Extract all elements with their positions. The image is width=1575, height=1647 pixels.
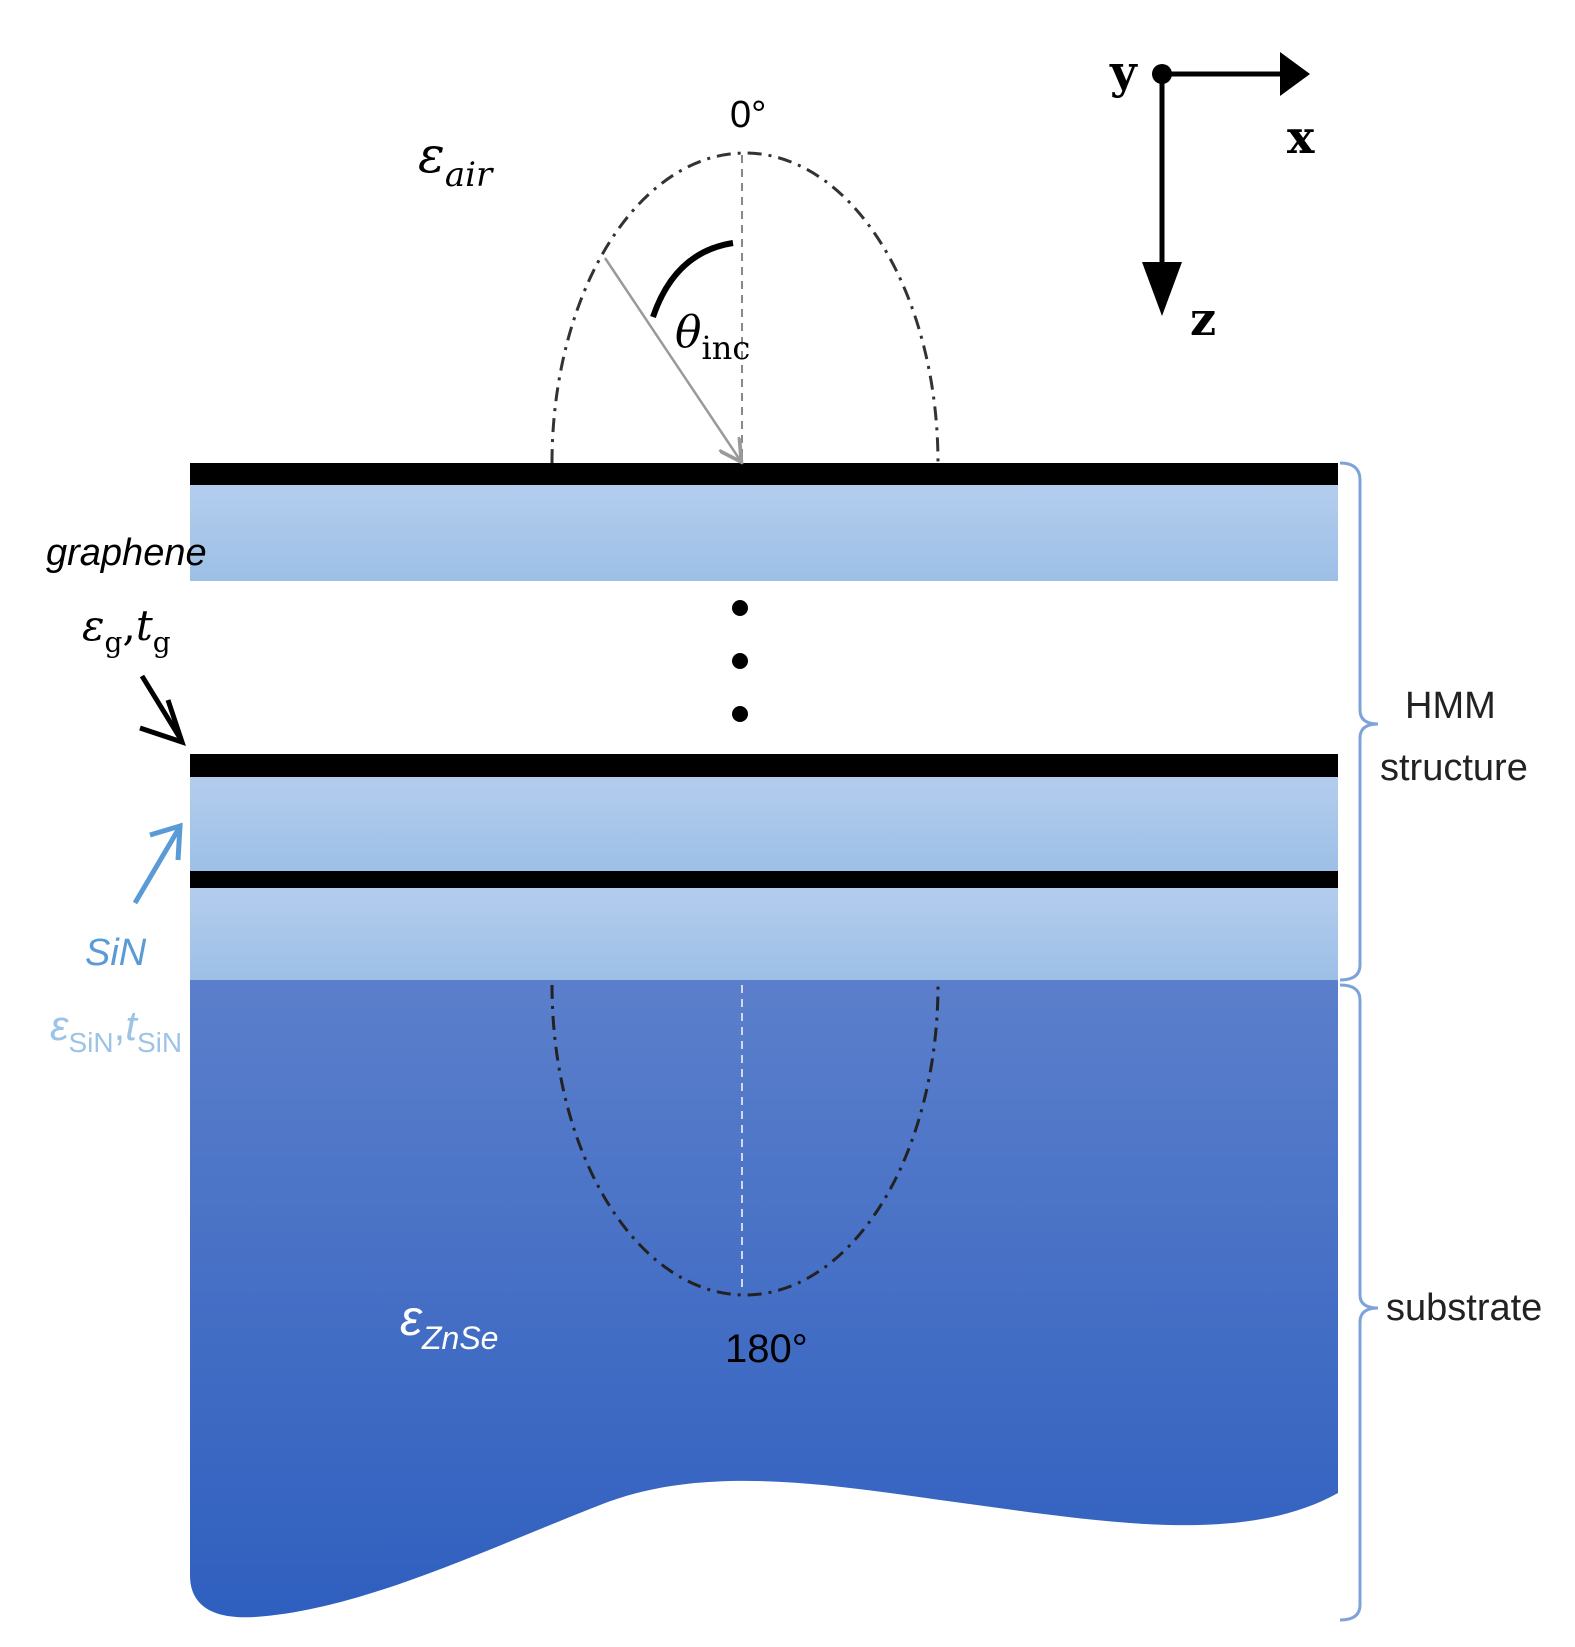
graphene-layer-bottom bbox=[190, 871, 1338, 888]
x-axis-label: x bbox=[1287, 110, 1315, 164]
epsilon-air-label: εair bbox=[418, 126, 494, 195]
angle-label-0: 0° bbox=[730, 94, 766, 136]
substrate-bracket bbox=[1339, 983, 1379, 1622]
sin-params-label: εSiN,tSiN bbox=[50, 1002, 182, 1058]
ellipsis-dot bbox=[732, 600, 748, 616]
sin-layer-middle bbox=[190, 777, 1338, 873]
graphene-pointer-arrow bbox=[139, 674, 186, 746]
substrate-region bbox=[190, 978, 1338, 1618]
graphene-layer-top bbox=[190, 463, 1338, 485]
hmm-bracket-label-line2: structure bbox=[1380, 747, 1528, 789]
y-axis-label: y bbox=[1109, 45, 1138, 99]
epsilon-znse-label: εZnSe bbox=[400, 1290, 498, 1356]
ellipsis-dot bbox=[732, 653, 748, 669]
theta-angle-arc bbox=[650, 240, 734, 318]
lower-angle-arc bbox=[550, 984, 940, 1297]
incident-ray bbox=[603, 257, 740, 460]
hmm-structure-bracket bbox=[1339, 461, 1379, 982]
z-axis-arrowhead bbox=[1142, 262, 1182, 316]
sin-label: SiN bbox=[85, 932, 147, 974]
theta-inc-label: θinc bbox=[675, 307, 750, 367]
sin-layer-top bbox=[190, 485, 1338, 581]
substrate-bracket-label: substrate bbox=[1386, 1287, 1542, 1329]
angle-label-180: 180° bbox=[725, 1327, 808, 1371]
graphene-params-label: εg,tg bbox=[82, 601, 171, 659]
sin-layer-bottom bbox=[190, 888, 1338, 980]
sin-pointer-arrow bbox=[132, 822, 183, 905]
graphene-label: graphene bbox=[46, 532, 207, 574]
upper-angle-arc bbox=[550, 151, 940, 464]
coordinate-axes: x y z bbox=[1109, 45, 1315, 346]
ellipsis-dot bbox=[732, 706, 748, 722]
x-axis-arrowhead bbox=[1280, 52, 1310, 96]
hmm-bracket-label-line1: HMM bbox=[1405, 685, 1496, 727]
graphene-layer-middle bbox=[190, 754, 1338, 777]
z-axis-label: z bbox=[1190, 292, 1216, 346]
